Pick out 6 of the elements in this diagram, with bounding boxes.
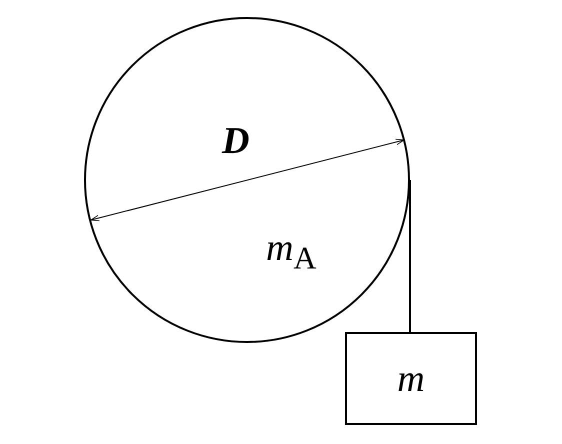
hanging-block (345, 332, 477, 425)
pulley-disk (84, 17, 410, 343)
mass-label: m (397, 360, 425, 398)
string-line (409, 180, 411, 332)
mass-label: m$_{A}$ (266, 229, 316, 274)
dimension-label: D (222, 122, 250, 160)
